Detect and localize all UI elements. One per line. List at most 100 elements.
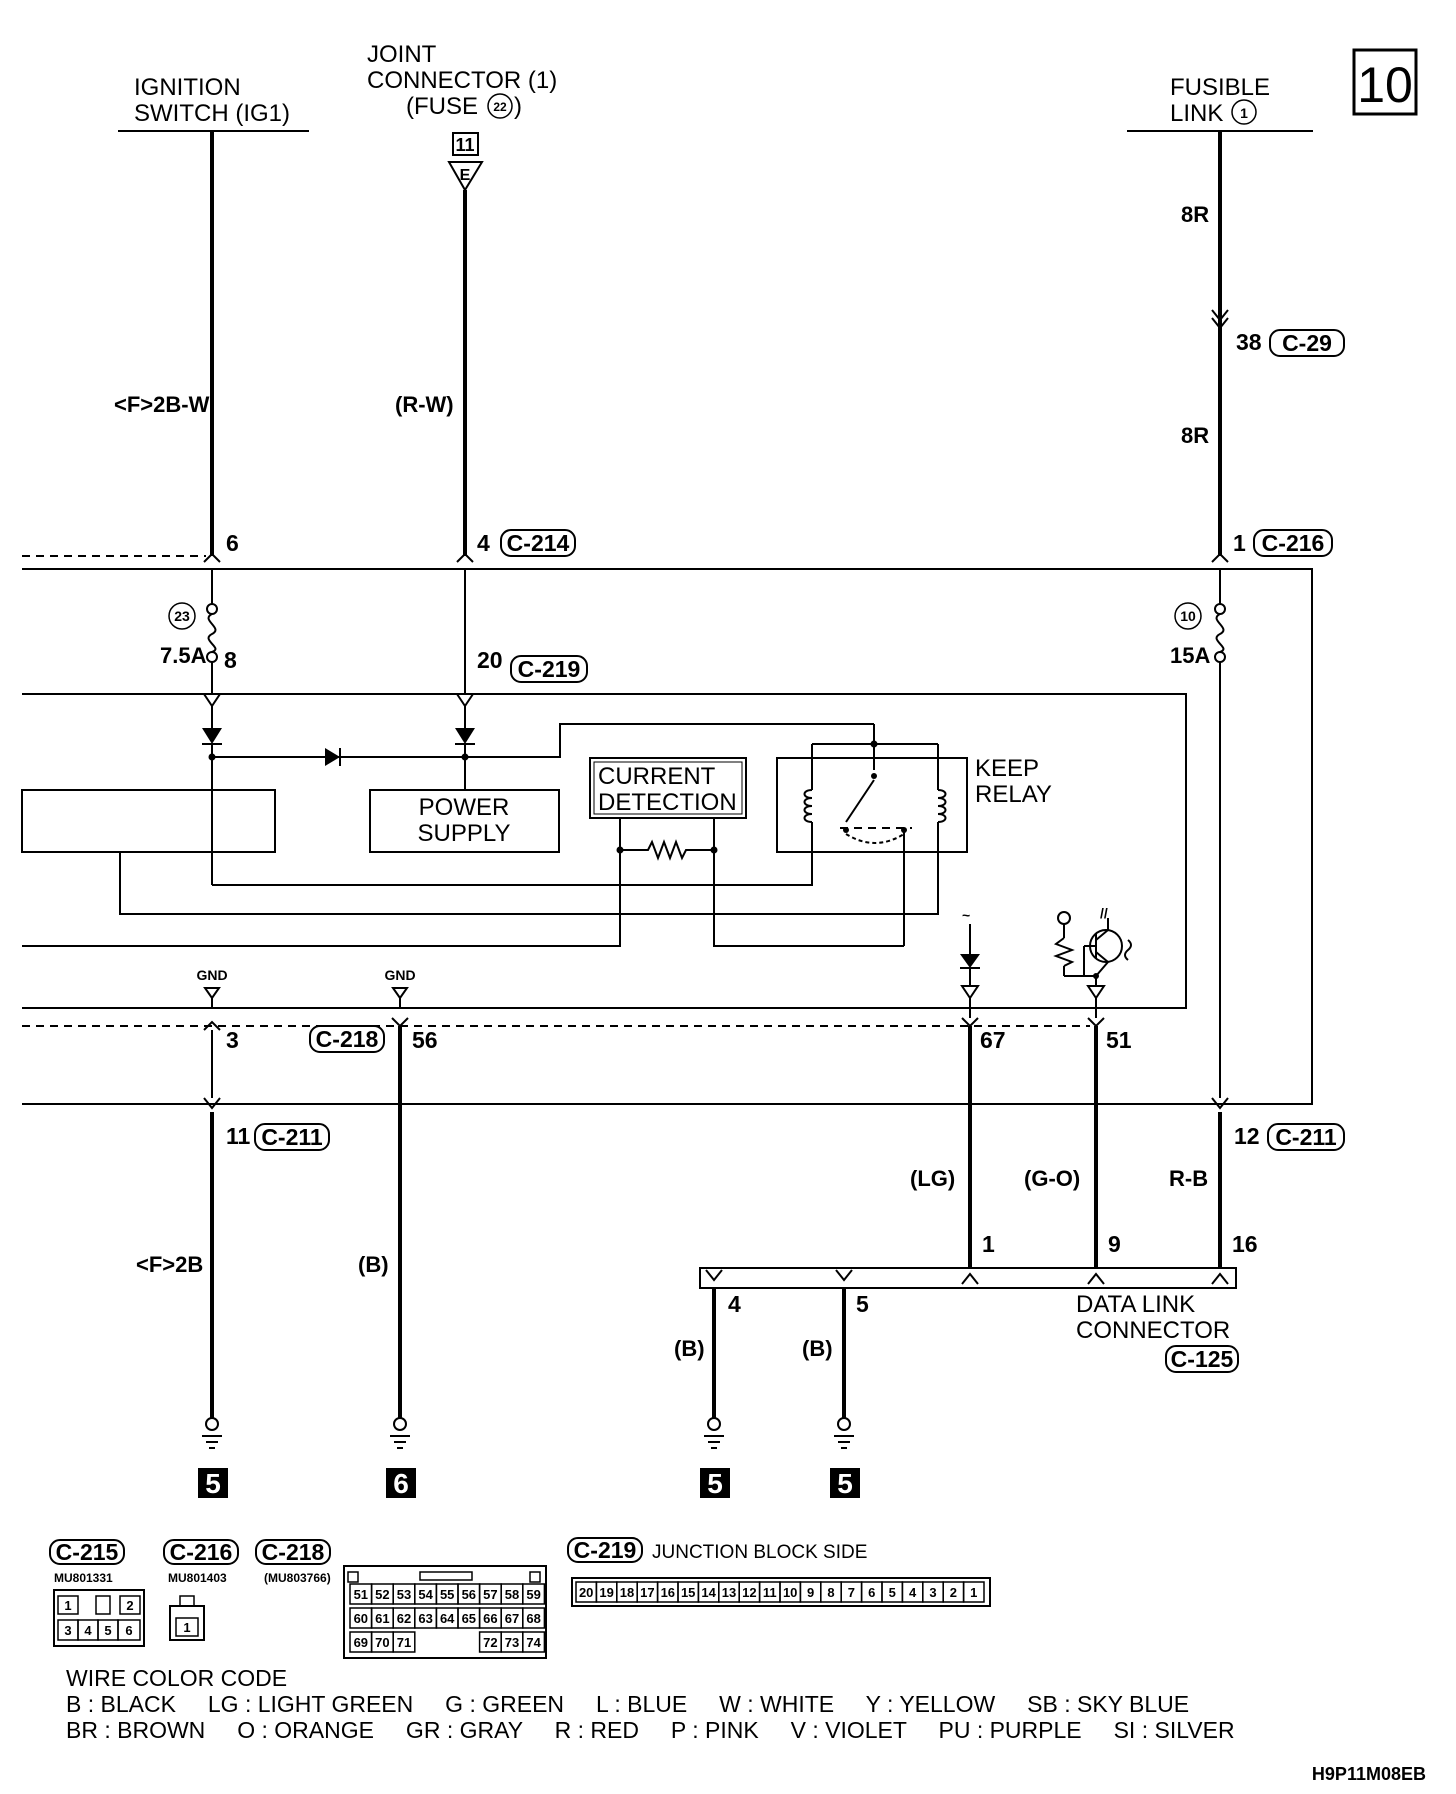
c218-cell-label: 68 (526, 1611, 540, 1626)
svg-text:5: 5 (104, 1623, 111, 1638)
pin-38: 38 (1236, 329, 1262, 355)
fuse-10-rating: 15A (1170, 643, 1210, 668)
svg-text:C-215: C-215 (56, 1539, 119, 1565)
c29-label: C-29 (1282, 330, 1332, 356)
wire-label-rb: R-B (1169, 1166, 1208, 1191)
c211-right-box (1267, 1123, 1345, 1151)
joint-label-1: JOINT (367, 41, 437, 68)
svg-text:(MU803766): (MU803766) (264, 1571, 331, 1585)
joint-pin-triangle (447, 161, 484, 192)
c218-cell-label: 51 (354, 1587, 368, 1602)
c211-left-label: C-211 (261, 1124, 323, 1150)
c219-label: C-219 (518, 656, 581, 682)
c219-cell-label: 8 (827, 1585, 834, 1600)
c219-cell-label: 13 (722, 1585, 736, 1600)
c218-cell-label: 55 (440, 1587, 454, 1602)
c218-cell-label: 70 (375, 1635, 389, 1650)
power-supply-block (369, 789, 560, 853)
dlc-pin-1: 1 (982, 1231, 995, 1257)
svg-text:C-219: C-219 (574, 1537, 637, 1563)
fuse-23-number: 23 (174, 608, 190, 624)
c218-box (309, 1025, 385, 1053)
ground-ref-1-box (198, 1468, 228, 1498)
wire-label-fus-a: 8R (1181, 202, 1209, 227)
c219-cell-label: 18 (620, 1585, 634, 1600)
c218-cell-label: 74 (526, 1635, 541, 1650)
c214-label: C-214 (507, 530, 570, 556)
pin-20: 20 (477, 647, 503, 673)
joint-pin-letter: E (460, 167, 471, 184)
c218-cell-label: 63 (418, 1611, 432, 1626)
gnd-label-a: GND (196, 967, 227, 983)
c219-cell (962, 1581, 985, 1603)
c219-cell-label: 17 (640, 1585, 654, 1600)
ground-symbol-1 (202, 1417, 222, 1449)
wire-label-joint-top: (R-W) (395, 392, 454, 417)
pin-51: 51 (1106, 1027, 1132, 1053)
gnd-label-b: GND (384, 967, 415, 983)
logic-block (21, 789, 276, 853)
ignition-label-1: IGNITION (134, 74, 241, 101)
svg-text:2: 2 (126, 1598, 133, 1613)
fusible-label-2: LINK (1170, 100, 1223, 127)
ground-symbol-2 (390, 1417, 410, 1449)
wire-label-ign-top: <F>2B-W (114, 392, 210, 417)
data-link-connector (699, 1267, 1237, 1289)
dlc-pin-16: 16 (1232, 1231, 1258, 1257)
current-detection-block (589, 757, 747, 819)
ground-ref-4-box (830, 1468, 860, 1498)
ground-ref-4: 5 (837, 1468, 853, 1499)
c219-cell-label: 9 (807, 1585, 814, 1600)
fusible-label-1: FUSIBLE (1170, 74, 1270, 101)
ground-ref-1: 5 (205, 1468, 221, 1499)
wire-label-fus-b: 8R (1181, 423, 1209, 448)
c218-cell (392, 1631, 416, 1653)
current-detection-label-1: CURRENT (598, 763, 716, 790)
wire-label-ign-bottom: <F>2B (136, 1252, 203, 1277)
svg-text:3: 3 (64, 1623, 71, 1638)
keep-relay-block (776, 757, 968, 853)
joint-label-close: ) (514, 93, 522, 120)
pin-3: 3 (226, 1027, 239, 1053)
c219-cell-label: 2 (950, 1585, 957, 1600)
pin-6: 6 (226, 530, 239, 556)
dlc-pin-4: 4 (728, 1291, 741, 1317)
dlc-label-1: DATA LINK (1076, 1291, 1195, 1318)
fuse-10-number: 10 (1180, 608, 1196, 624)
c218-cell-label: 56 (462, 1587, 476, 1602)
c218-cell-label: 62 (397, 1611, 411, 1626)
c219-cell-label: 15 (681, 1585, 695, 1600)
page-number: 10 (1357, 57, 1413, 113)
connector-c216: C-216 MU801403 1 (163, 1539, 239, 1641)
ignition-label-2: SWITCH (IG1) (134, 100, 290, 127)
pin-11: 11 (226, 1123, 251, 1149)
svg-text:MU801331: MU801331 (54, 1571, 113, 1585)
c218-cell-label: 64 (440, 1611, 455, 1626)
ground-ref-3: 5 (707, 1468, 723, 1499)
c211-right-label: C-211 (1275, 1124, 1337, 1150)
svg-text:C-218: C-218 (262, 1539, 325, 1565)
c218-cell-label: 67 (505, 1611, 519, 1626)
page-number-box (1352, 48, 1418, 116)
junction-block-outline (22, 568, 1313, 1105)
c216-box (1253, 529, 1333, 557)
c218-cell-label: 58 (505, 1587, 519, 1602)
c219-cell-label: 20 (579, 1585, 593, 1600)
control-unit-box (22, 693, 1187, 1009)
c219-cell-label: 14 (701, 1585, 716, 1600)
fuse-22-number: 22 (493, 100, 507, 114)
c218-cell-label: 71 (397, 1635, 411, 1650)
joint-conn-number: 11 (455, 135, 474, 155)
joint-label-3: (FUSE (406, 93, 478, 120)
svg-text:4: 4 (84, 1623, 92, 1638)
fuse-23-rating: 7.5A (160, 643, 207, 668)
c211-left-box (254, 1123, 330, 1151)
connector-c215: C-215 MU801331 1 2 3 4 5 6 (49, 1539, 145, 1647)
svg-text:1: 1 (183, 1620, 190, 1635)
c218-cell-label: 57 (483, 1587, 497, 1602)
c218-cell-label: 73 (505, 1635, 519, 1650)
ground-ref-2: 6 (393, 1468, 409, 1499)
